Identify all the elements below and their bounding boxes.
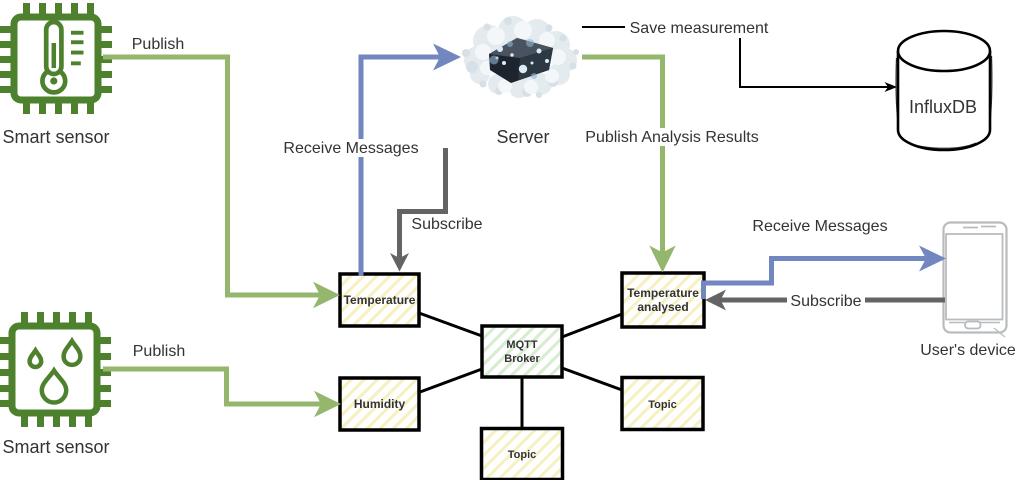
svg-text:Publish: Publish xyxy=(133,343,185,360)
svg-text:Broker: Broker xyxy=(504,353,540,365)
svg-text:Topic: Topic xyxy=(508,449,537,461)
svg-text:Server: Server xyxy=(496,127,549,147)
svg-text:Subscribe: Subscribe xyxy=(411,216,482,233)
svg-text:Receive Messages: Receive Messages xyxy=(283,140,418,157)
svg-text:Receive Messages: Receive Messages xyxy=(752,218,887,235)
svg-text:Topic: Topic xyxy=(648,399,677,411)
svg-text:Publish Analysis Results: Publish Analysis Results xyxy=(585,129,758,146)
svg-text:Temperature: Temperature xyxy=(344,293,416,307)
svg-text:Smart sensor: Smart sensor xyxy=(2,127,109,147)
svg-text:Humidity: Humidity xyxy=(354,397,406,411)
svg-text:Publish: Publish xyxy=(132,36,184,53)
svg-text:Subscribe: Subscribe xyxy=(790,293,861,310)
svg-text:MQTT: MQTT xyxy=(506,339,537,351)
svg-text:Save measurement: Save measurement xyxy=(630,20,769,37)
svg-text:InfluxDB: InfluxDB xyxy=(909,97,977,117)
svg-text:User's device: User's device xyxy=(920,342,1016,359)
svg-text:analysed: analysed xyxy=(637,300,688,314)
svg-text:Temperature: Temperature xyxy=(627,286,699,300)
svg-text:Smart sensor: Smart sensor xyxy=(2,437,109,457)
